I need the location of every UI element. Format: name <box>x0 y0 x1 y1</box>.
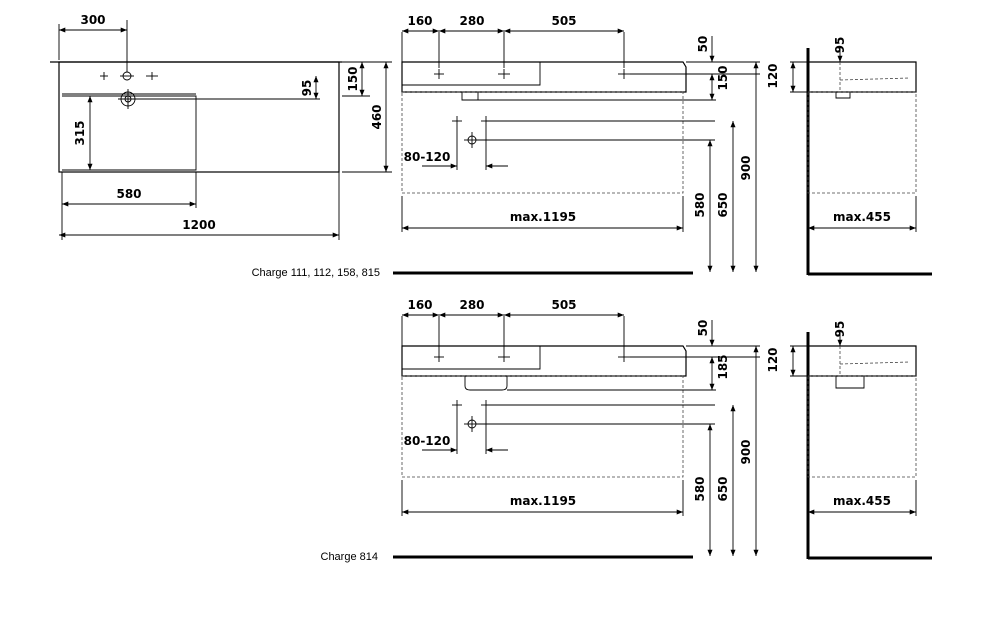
dim-580h: 580 <box>693 192 707 217</box>
dim-280: 280 <box>459 14 484 28</box>
front-view-2: 160 280 505 50 185 80-120 max.1195 580 6… <box>393 298 760 559</box>
svg-text:95: 95 <box>833 37 847 54</box>
dim-siphon: 150 <box>716 65 730 90</box>
tap-hole-icon <box>100 71 158 81</box>
dim-900h: 900 <box>739 155 753 180</box>
dim-inlet: 80-120 <box>404 150 451 164</box>
svg-text:95: 95 <box>833 321 847 338</box>
dim-50: 50 <box>696 36 710 53</box>
dim-160: 160 <box>407 14 432 28</box>
svg-text:120: 120 <box>766 63 780 88</box>
dim-max-width: max.1195 <box>510 210 576 224</box>
svg-text:max.455: max.455 <box>833 494 891 508</box>
svg-text:650: 650 <box>716 476 730 501</box>
basin-front-outline <box>401 61 687 93</box>
svg-text:580: 580 <box>693 476 707 501</box>
svg-text:50: 50 <box>696 320 710 337</box>
svg-text:max.1195: max.1195 <box>510 494 576 508</box>
svg-text:160: 160 <box>407 298 432 312</box>
dim-505: 505 <box>551 14 576 28</box>
svg-text:max.455: max.455 <box>833 210 891 224</box>
svg-text:505: 505 <box>551 298 576 312</box>
dim-460: 460 <box>370 104 384 129</box>
siphon-icon-2 <box>464 376 508 391</box>
dim-300: 300 <box>80 13 105 27</box>
svg-text:900: 900 <box>739 439 753 464</box>
svg-text:185: 185 <box>716 354 730 379</box>
siphon-side-icon <box>835 92 851 99</box>
front-view-1: 160 280 505 50 150 80-120 max.1195 580 6… <box>393 14 760 275</box>
dim-1200: 1200 <box>182 218 215 232</box>
dim-95: 95 <box>300 80 314 97</box>
basin-top-outline <box>58 61 340 173</box>
svg-text:80-120: 80-120 <box>404 434 451 448</box>
dim-150: 150 <box>346 66 360 91</box>
side-view-1: 95 120 max.455 <box>766 37 932 276</box>
caption-2: Charge 814 <box>321 551 379 563</box>
cabinet-outline <box>401 91 684 194</box>
dim-315: 315 <box>73 120 87 145</box>
side-view-2: 95 120 max.455 <box>766 321 932 560</box>
caption-1: Charge 111, 112, 158, 815 <box>252 267 380 279</box>
svg-text:280: 280 <box>459 298 484 312</box>
top-view: 300 580 1200 315 95 150 460 <box>50 13 392 240</box>
svg-text:120: 120 <box>766 347 780 372</box>
dim-650h: 650 <box>716 192 730 217</box>
dim-580: 580 <box>116 187 141 201</box>
siphon-icon <box>461 92 479 101</box>
